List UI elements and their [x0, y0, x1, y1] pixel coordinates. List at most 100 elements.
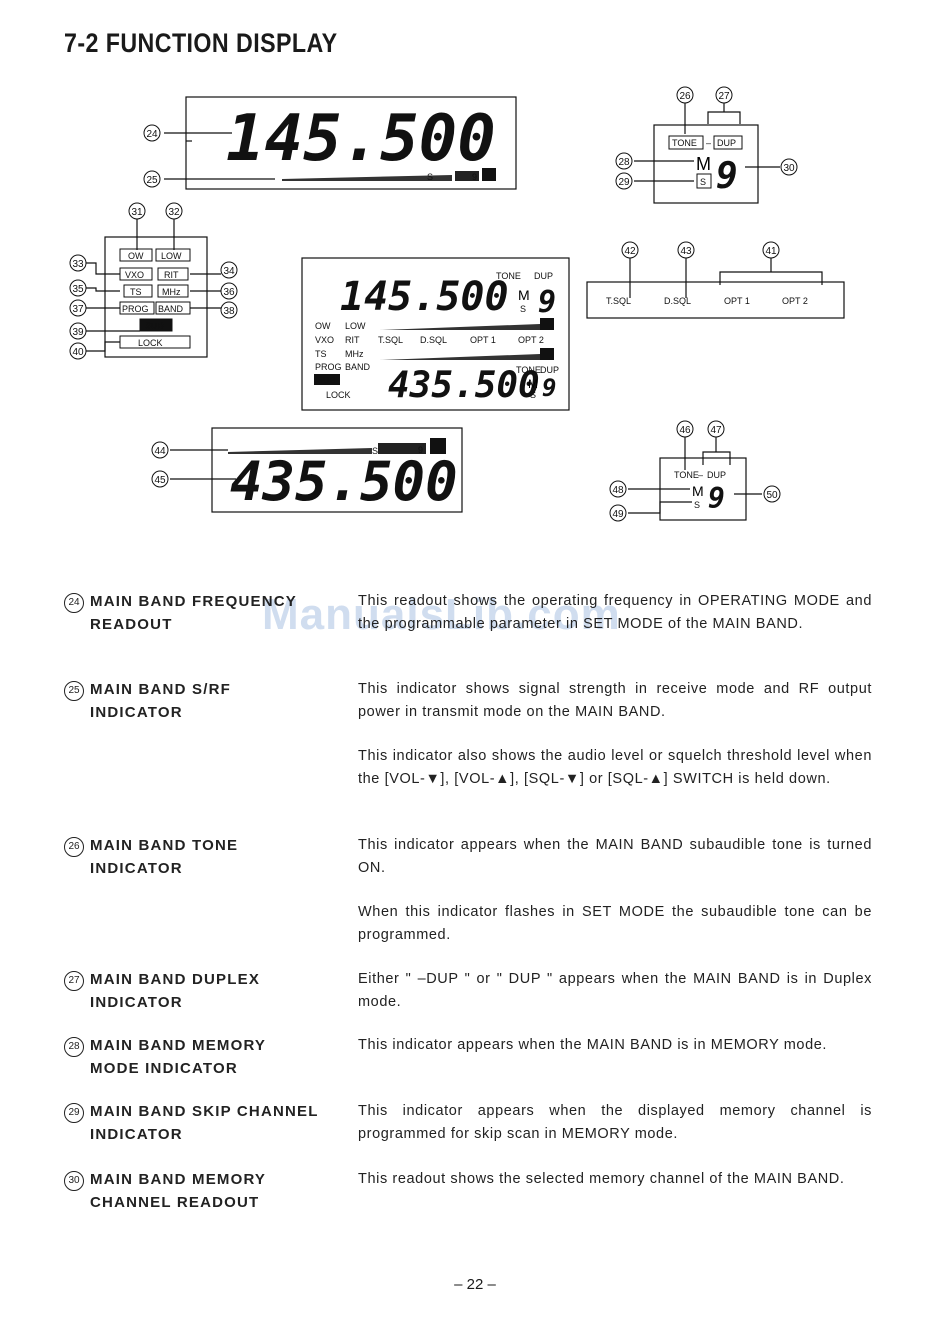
svg-text:S: S [700, 177, 706, 187]
main-frequency-digits: 145.500 [226, 102, 496, 176]
svg-text:M: M [518, 287, 530, 303]
svg-text:LOW: LOW [161, 251, 182, 261]
callout-number: 26 [64, 837, 84, 857]
page-title: 7-2 FUNCTION DISPLAY [64, 28, 338, 58]
svg-text:36: 36 [223, 287, 235, 298]
full-display-sub-freq: 435.500 [388, 365, 540, 406]
svg-text:T.SQL: T.SQL [378, 335, 403, 345]
callout-number: 27 [64, 971, 84, 991]
svg-text:M: M [692, 483, 704, 499]
svg-text:25: 25 [146, 175, 158, 186]
svg-text:30: 30 [783, 163, 795, 174]
callout-number: 25 [64, 681, 84, 701]
svg-text:48: 48 [612, 485, 624, 496]
svg-text:–: – [706, 138, 711, 148]
svg-text:SUB: SUB [317, 375, 336, 385]
callout-number: 24 [64, 593, 84, 613]
svg-text:DUP: DUP [534, 271, 553, 281]
svg-text:MHz: MHz [162, 287, 181, 297]
svg-text:32: 32 [168, 207, 180, 218]
svg-text:S: S [427, 172, 433, 182]
left-indicator-tags [119, 248, 191, 349]
svg-text:RIT: RIT [164, 270, 179, 280]
svg-text:OPT 1: OPT 1 [724, 296, 750, 306]
svg-text:28: 28 [618, 157, 630, 168]
svg-text:50: 50 [766, 490, 778, 501]
option-tags: T.SQL D.SQL OPT 1 OPT 2 [606, 296, 808, 306]
svg-text:38: 38 [223, 306, 235, 317]
svg-text:M: M [696, 154, 711, 174]
svg-text:OPT 2: OPT 2 [518, 335, 544, 345]
svg-text:9: 9 [708, 482, 725, 515]
svg-text:OW: OW [315, 321, 331, 331]
svg-text:TONE: TONE [516, 365, 541, 375]
svg-text:DUP: DUP [717, 138, 736, 148]
svg-text:24: 24 [146, 129, 158, 140]
main-s-rf-meter: S 9 [282, 168, 496, 182]
svg-text:OPT 2: OPT 2 [782, 296, 808, 306]
svg-text:44: 44 [154, 446, 166, 457]
svg-text:PROG: PROG [315, 362, 342, 372]
callout-number: 28 [64, 1037, 84, 1057]
svg-text:M: M [528, 377, 538, 391]
sub-s-rf-meter: S 9 [228, 438, 446, 456]
svg-text:S: S [530, 390, 536, 400]
svg-text:TS: TS [315, 349, 327, 359]
svg-text:VXO: VXO [125, 270, 144, 280]
svg-text:9: 9 [418, 445, 423, 455]
svg-text:SUB: SUB [145, 321, 165, 331]
svg-text:BAND: BAND [345, 362, 371, 372]
svg-text:TS: TS [130, 287, 142, 297]
svg-text:TONE: TONE [674, 470, 699, 480]
svg-text:RIT: RIT [345, 335, 360, 345]
svg-text:9: 9 [538, 285, 556, 320]
full-display-meters [380, 318, 554, 360]
full-display-tags: TONE DUP M S 9 OW LOW VXO RIT T.SQL D.SQ… [314, 271, 559, 402]
svg-text:LOCK: LOCK [326, 390, 351, 400]
svg-text:27: 27 [718, 91, 730, 102]
svg-text:9: 9 [716, 156, 738, 197]
svg-text:42: 42 [624, 246, 636, 257]
svg-text:D.SQL: D.SQL [420, 335, 447, 345]
svg-text:S: S [520, 304, 526, 314]
svg-text:DUP: DUP [707, 470, 726, 480]
svg-text:–: – [698, 470, 703, 480]
svg-text:LOW: LOW [345, 321, 366, 331]
svg-text:26: 26 [679, 91, 691, 102]
main-tone-dup-tags: TONE – DUP M S 9 [668, 135, 743, 197]
full-display-main-freq: 145.500 [340, 274, 509, 320]
callout-markers [69, 86, 798, 522]
svg-text:35: 35 [72, 284, 84, 295]
svg-text:S: S [694, 500, 700, 510]
svg-text:43: 43 [680, 246, 692, 257]
svg-text:31: 31 [131, 207, 143, 218]
svg-text:S: S [372, 446, 378, 456]
svg-text:LOCK: LOCK [138, 338, 163, 348]
svg-text:9: 9 [542, 374, 556, 402]
svg-text:TONE: TONE [496, 271, 521, 281]
callout-number: 30 [64, 1171, 84, 1191]
svg-text:9: 9 [472, 172, 477, 182]
callout-numbers: 24 25 26 27 28 29 30 31 32 33 34 35 36 3… [72, 91, 795, 520]
svg-text:41: 41 [765, 246, 777, 257]
sub-frequency-digits: 435.500 [230, 450, 458, 513]
sub-tone-dup-tags: TONE – DUP M S 9 [674, 470, 726, 515]
svg-text:39: 39 [72, 327, 84, 338]
svg-text:T.SQL: T.SQL [606, 296, 631, 306]
callout-number: 29 [64, 1103, 84, 1123]
svg-text:VXO: VXO [315, 335, 334, 345]
svg-text:DUP: DUP [540, 365, 559, 375]
svg-text:37: 37 [72, 304, 84, 315]
page-number: – 22 – [454, 1276, 496, 1293]
svg-text:46: 46 [679, 425, 691, 436]
svg-text:OW: OW [128, 251, 144, 261]
svg-text:34: 34 [223, 266, 235, 277]
svg-text:TONE: TONE [672, 138, 697, 148]
svg-text:PROG: PROG [122, 304, 149, 314]
function-display-diagram: 145.500 145.500 435.500 435.500 S 9 S 9 … [69, 86, 845, 522]
svg-text:BAND: BAND [158, 304, 184, 314]
svg-text:OPT 1: OPT 1 [470, 335, 496, 345]
svg-text:47: 47 [710, 425, 722, 436]
svg-text:MHz: MHz [345, 349, 364, 359]
svg-text:D.SQL: D.SQL [664, 296, 691, 306]
